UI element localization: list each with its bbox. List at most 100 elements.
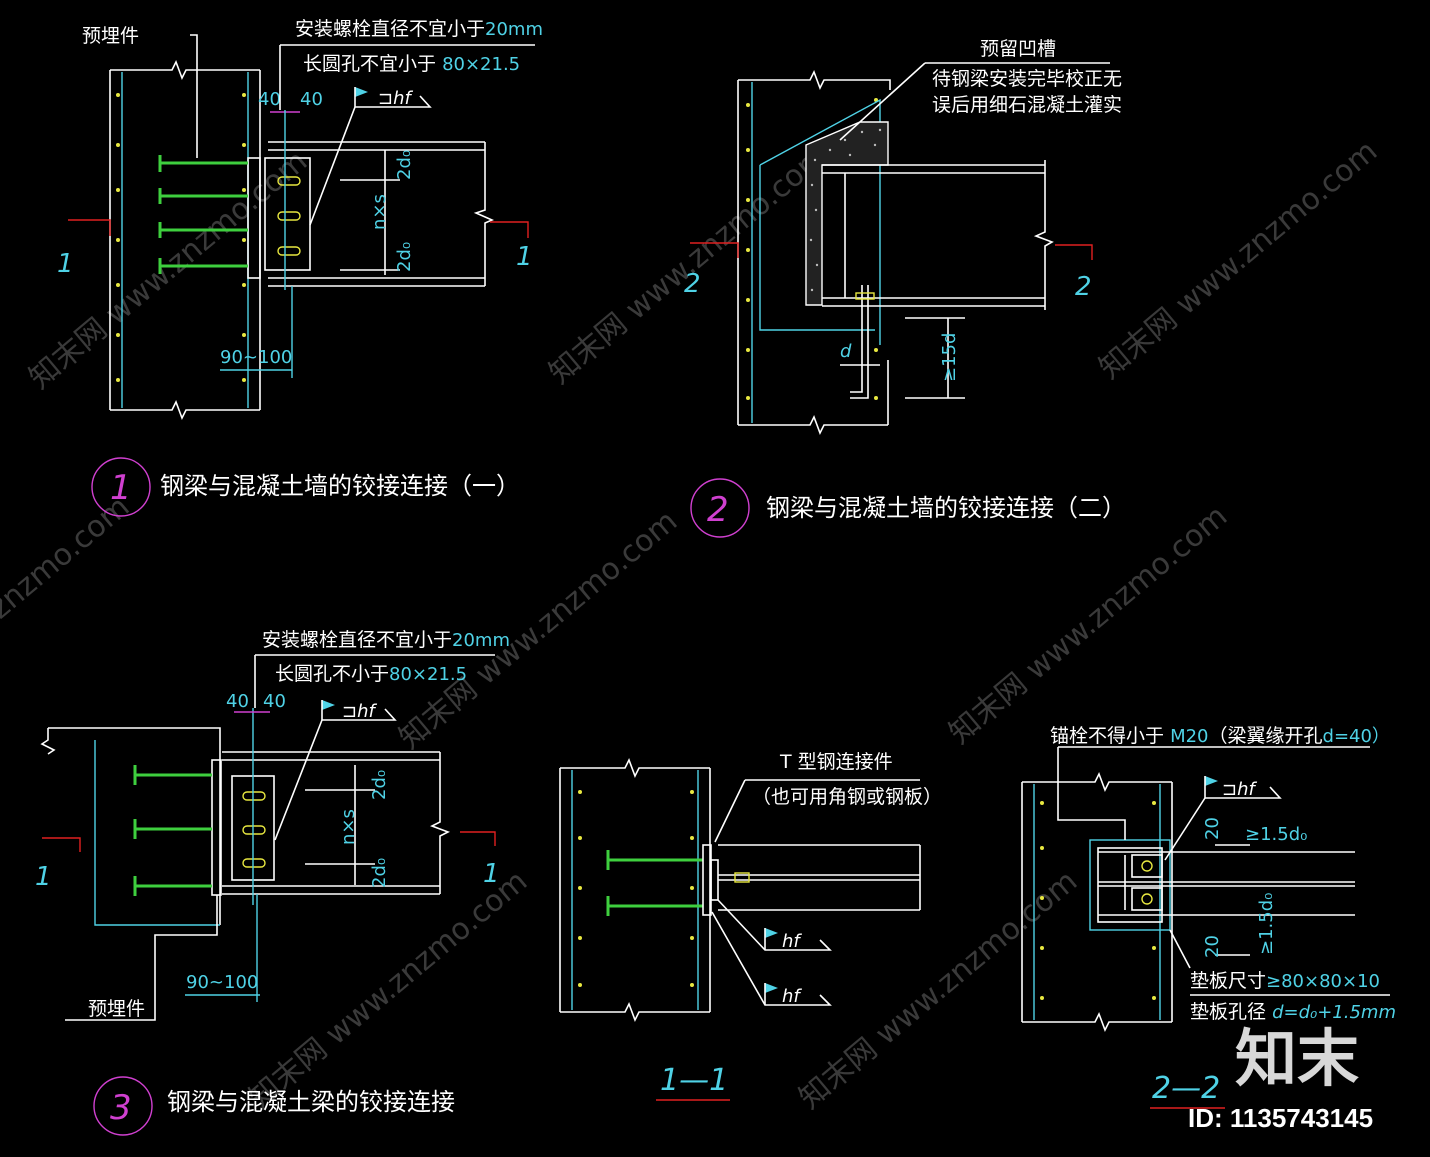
weld-flag-icon bbox=[1205, 776, 1218, 786]
detail-title: 钢梁与混凝土墙的铰接连接（二） bbox=[766, 494, 1126, 522]
rebar-dots bbox=[746, 98, 878, 400]
section-2-2: 锚栓不得小于 M20（梁翼缘开孔d=40） ⊐hf ≥1.5d₀ 20 ≥1.5… bbox=[1021, 725, 1396, 1109]
dim-40: 40 bbox=[258, 89, 281, 110]
section-title: 2—2 bbox=[1152, 1071, 1220, 1106]
weld-symbol: ⊐hf bbox=[342, 701, 378, 722]
reinforcement bbox=[759, 165, 875, 331]
bolt-note: 安装螺栓直径不宜小于20mm bbox=[295, 18, 543, 40]
dim-40: 40 bbox=[300, 89, 323, 110]
cut-mark bbox=[690, 242, 739, 258]
weld-symbol: hf bbox=[782, 986, 802, 1007]
break-line bbox=[1033, 160, 1054, 310]
t-connector-note: T 型钢连接件 bbox=[779, 751, 893, 773]
break-line bbox=[473, 142, 495, 286]
detail-title: 钢梁与混凝土梁的铰接连接 bbox=[167, 1088, 455, 1116]
reinforcement bbox=[759, 98, 881, 345]
t-connector-note: （也可用角钢或钢板） bbox=[752, 786, 942, 808]
brand-logo: 知末 bbox=[1235, 1022, 1359, 1095]
break-line bbox=[1022, 772, 1172, 792]
image-id: ID: 1135743145 bbox=[1188, 1103, 1373, 1133]
cut-mark bbox=[42, 837, 81, 852]
cut-label: 2 bbox=[1075, 272, 1092, 302]
weld-leader bbox=[309, 106, 356, 226]
slotted-holes bbox=[277, 176, 301, 256]
weld-leader bbox=[717, 899, 832, 951]
concrete-beam bbox=[48, 727, 221, 925]
cut-mark bbox=[68, 219, 111, 236]
break-line bbox=[430, 752, 450, 894]
plate-hole-note: 垫板孔径 d=d₀+1.5mm bbox=[1190, 1001, 1396, 1023]
detail-number-circle bbox=[93, 1076, 153, 1136]
dim-90-100: 90~100 bbox=[220, 347, 292, 368]
break-line bbox=[738, 415, 888, 435]
weld-flag-icon bbox=[765, 983, 778, 993]
weld-leader bbox=[355, 95, 432, 108]
watermark-text: 知末网 www.znzmo.com bbox=[793, 864, 1084, 1116]
cut-label: 1 bbox=[483, 859, 500, 889]
support-bracket bbox=[1089, 839, 1171, 931]
break-line bbox=[1022, 1012, 1172, 1032]
detail-number-circle bbox=[91, 457, 151, 517]
embed-label: 预埋件 bbox=[88, 998, 145, 1020]
section-1-1: T 型钢连接件 （也可用角钢或钢板） hf hf 1—1 bbox=[559, 751, 942, 1101]
detail-3: 预埋件 40 40 安装螺栓直径不宜小于20mm 长圆孔不小于80×21.5 ⊐… bbox=[35, 629, 510, 1136]
embed-label: 预埋件 bbox=[82, 25, 139, 47]
section-title: 1—1 bbox=[660, 1063, 728, 1098]
reinforcement bbox=[94, 740, 220, 926]
anchor-studs bbox=[133, 765, 212, 896]
dim-90-100: 90~100 bbox=[186, 972, 258, 993]
weld-leader bbox=[274, 719, 323, 841]
detail-title: 钢梁与混凝土墙的铰接连接（一） bbox=[160, 472, 520, 500]
cut-label: 1 bbox=[57, 249, 74, 279]
cut-mark bbox=[460, 831, 496, 846]
detail-number: 3 bbox=[110, 1088, 132, 1128]
slot-note: 长圆孔不小于80×21.5 bbox=[275, 663, 467, 685]
detail-number-circle bbox=[690, 478, 750, 538]
bolt-note: 安装螺栓直径不宜小于20mm bbox=[262, 629, 510, 651]
watermark-text: 知末网 www.znzmo.com bbox=[543, 139, 834, 391]
cut-mark bbox=[490, 221, 529, 238]
slotted-holes bbox=[242, 791, 266, 868]
cut-label: 1 bbox=[516, 242, 533, 272]
recess-note: 预留凹槽 bbox=[980, 38, 1056, 60]
watermark-text: 知末网 www.znzmo.com bbox=[1093, 134, 1384, 386]
break-line bbox=[110, 60, 260, 80]
dim-2d0: 2d₀ bbox=[394, 242, 415, 272]
dim-15d: ≥15d bbox=[939, 333, 960, 382]
slot-note: 长圆孔不宜小于 80×21.5 bbox=[303, 53, 520, 75]
plate-size-note: 垫板尺寸≥80×80×10 bbox=[1190, 970, 1380, 992]
weld-flag-icon bbox=[322, 700, 335, 710]
dim-20: 20 bbox=[1202, 935, 1223, 958]
rebar-dots bbox=[1040, 801, 1156, 1000]
watermark-text: znzmo.com bbox=[0, 489, 136, 626]
anchor-studs bbox=[158, 155, 248, 274]
dim-15d0: ≥1.5d₀ bbox=[1245, 824, 1307, 845]
detail-1: 预埋件 40 40 安装螺栓直径不宜小于20mm 长圆孔不宜小于 80×21.5… bbox=[57, 18, 543, 517]
recess bbox=[1097, 847, 1163, 923]
anchor-bolt bbox=[850, 285, 869, 399]
dim-d: d bbox=[840, 341, 852, 362]
weld-symbol: ⊐hf bbox=[378, 88, 414, 109]
weld-symbol: ⊐hf bbox=[1222, 779, 1258, 800]
dim-40: 40 bbox=[226, 691, 249, 712]
weld-leader bbox=[711, 911, 832, 1006]
embed-plate bbox=[247, 157, 261, 279]
leader-line bbox=[65, 895, 218, 1021]
weld-leader bbox=[1205, 786, 1282, 799]
dim-nxs: n×s bbox=[338, 809, 359, 845]
detail-number: 1 bbox=[110, 468, 132, 508]
anchor-note: 锚栓不得小于 M20（梁翼缘开孔d=40） bbox=[1050, 725, 1390, 747]
shear-tab bbox=[264, 157, 311, 271]
anchor-bolt bbox=[1141, 893, 1153, 905]
break-line bbox=[560, 1002, 710, 1022]
anchor-bolt bbox=[1141, 860, 1153, 872]
cut-label: 2 bbox=[684, 269, 701, 299]
nut bbox=[855, 292, 875, 300]
dim-2d0: 2d₀ bbox=[369, 770, 390, 800]
detail-number: 2 bbox=[707, 490, 729, 530]
break-line bbox=[40, 728, 56, 755]
leader-line bbox=[839, 62, 926, 141]
washer-plate bbox=[1131, 887, 1163, 911]
t-connector bbox=[710, 859, 719, 901]
